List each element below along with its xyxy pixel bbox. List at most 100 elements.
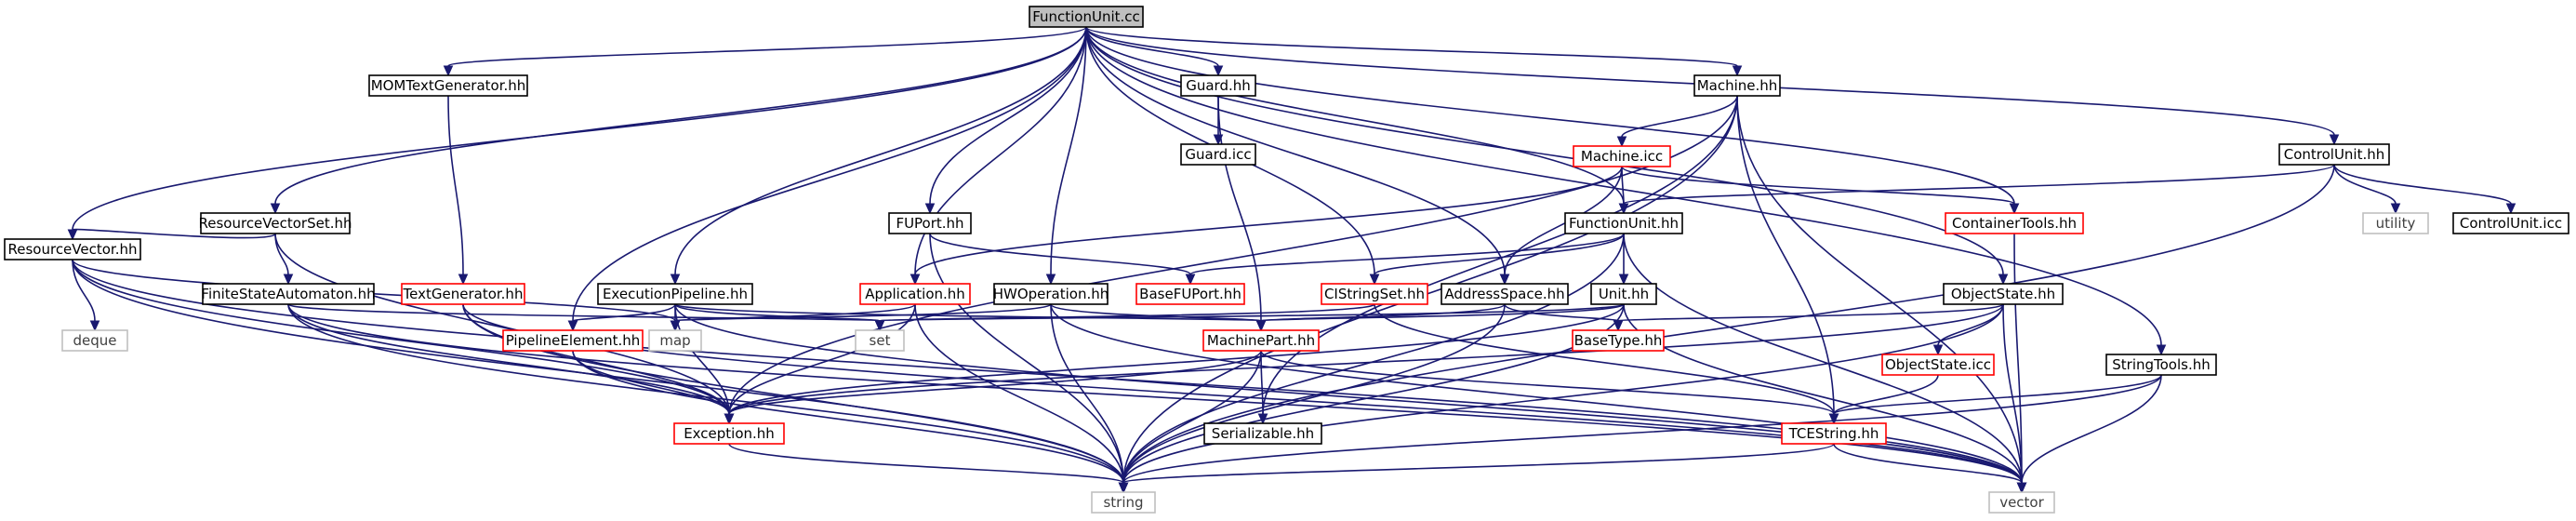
node-box <box>993 283 1109 305</box>
node-resource-vector-set-hh[interactable]: ResourceVectorSet.hh <box>199 212 352 234</box>
node-function-unit-cc[interactable]: FunctionUnit.cc <box>1029 6 1144 28</box>
edge-function-unit-cc-to-machine-hh <box>1085 26 1743 77</box>
node-string-tools-hh[interactable]: StringTools.hh <box>2105 354 2217 376</box>
node-box <box>1572 329 1665 352</box>
edge-resource-vector-hh-to-deque <box>72 259 100 332</box>
edges-layer <box>67 26 2516 494</box>
node-machine-part-hh[interactable]: MachinePart.hh <box>1202 329 1320 352</box>
node-label: CIStringSet.hh <box>1324 286 1425 302</box>
edge-function-unit-cc-to-hw-operation-hh <box>1045 26 1087 286</box>
node-unit-hh[interactable]: Unit.hh <box>1590 283 1657 305</box>
node-box <box>2105 354 2217 376</box>
edge-object-state-hh-to-base-type-hh <box>1613 303 2004 332</box>
node-label: MachinePart.hh <box>1207 332 1315 349</box>
node-label: MOMTextGenerator.hh <box>371 77 526 94</box>
node-machine-icc[interactable]: Machine.icc <box>1573 145 1671 167</box>
node-ci-string-set-hh[interactable]: CIStringSet.hh <box>1321 283 1428 305</box>
edge-fu-port-hh-to-string <box>929 233 1129 494</box>
node-label: Guard.hh <box>1186 77 1251 94</box>
node-box <box>1029 6 1144 28</box>
arrowhead <box>67 229 78 241</box>
edge-object-state-hh-to-vector <box>2002 303 2027 494</box>
node-box <box>1590 283 1657 305</box>
arrowhead <box>1998 274 2009 286</box>
node-box <box>202 283 375 305</box>
node-label: Guard.icc <box>1185 146 1251 163</box>
node-box <box>2452 212 2569 234</box>
node-fu-port-hh[interactable]: FUPort.hh <box>888 212 972 234</box>
arrowhead <box>1255 320 1267 332</box>
edge-tce-string-hh-to-string <box>1118 443 1835 494</box>
edge-resource-vector-hh-to-map <box>72 259 681 332</box>
node-label: ExecutionPipeline.hh <box>603 286 748 302</box>
node-object-state-hh[interactable]: ObjectState.hh <box>1943 283 2064 305</box>
edge-control-unit-hh-to-utility <box>2333 164 2401 215</box>
arrowhead <box>2009 203 2020 215</box>
node-container-tools-hh[interactable]: ContainerTools.hh <box>1945 212 2084 234</box>
node-box <box>1441 283 1569 305</box>
node-application-hh[interactable]: Application.hh <box>859 283 971 305</box>
node-label: ControlUnit.icc <box>2460 215 2562 232</box>
node-base-type-hh[interactable]: BaseType.hh <box>1572 329 1665 352</box>
arrowhead <box>670 320 681 332</box>
node-box <box>1135 283 1245 305</box>
node-box <box>1881 354 1995 376</box>
arrowhead <box>2505 203 2516 215</box>
arrowhead <box>458 274 469 286</box>
node-box <box>2278 143 2390 166</box>
node-box <box>1693 74 1781 97</box>
node-finite-state-automaton-hh[interactable]: FiniteStateAutomaton.hh <box>201 283 376 305</box>
node-base-fu-port-hh[interactable]: BaseFUPort.hh <box>1135 283 1245 305</box>
node-mom-text-generator-hh[interactable]: MOMTextGenerator.hh <box>368 74 528 97</box>
node-function-unit-hh[interactable]: FunctionUnit.hh <box>1564 212 1683 234</box>
node-tce-string-hh[interactable]: TCEString.hh <box>1781 422 1887 445</box>
edge-unit-hh-to-set <box>874 303 1625 332</box>
node-box <box>1564 212 1683 234</box>
edge-machine-icc-to-address-space-hh <box>1499 166 1623 286</box>
edge-control-unit-hh-to-function-unit-hh <box>1618 164 2335 215</box>
node-resource-vector-hh[interactable]: ResourceVector.hh <box>4 238 141 260</box>
arrowhead <box>1618 203 1629 215</box>
node-label: TCEString.hh <box>1788 425 1879 442</box>
node-hw-operation-hh[interactable]: HWOperation.hh <box>993 283 1109 305</box>
node-box <box>1573 145 1671 167</box>
node-execution-pipeline-hh[interactable]: ExecutionPipeline.hh <box>597 283 753 305</box>
node-box <box>4 238 141 260</box>
node-label: deque <box>73 332 116 349</box>
node-box <box>200 212 351 234</box>
node-label: PipelineElement.hh <box>506 332 641 349</box>
edge-function-unit-cc-to-application-hh <box>910 26 1087 286</box>
node-guard-hh[interactable]: Guard.hh <box>1180 74 1256 97</box>
node-exception-hh[interactable]: Exception.hh <box>673 422 785 445</box>
node-box <box>1321 283 1428 305</box>
arrowhead <box>1932 344 1944 356</box>
node-control-unit-icc[interactable]: ControlUnit.icc <box>2452 212 2569 234</box>
node-label: StringTools.hh <box>2112 356 2211 373</box>
node-text-generator-hh[interactable]: TextGenerator.hh <box>401 283 525 305</box>
edge-machine-part-hh-to-serializable-hh <box>1257 350 1268 425</box>
arrowhead <box>2390 203 2401 215</box>
arrowhead <box>1616 136 1627 148</box>
node-label: ObjectState.icc <box>1885 356 1991 373</box>
arrowhead <box>270 203 281 215</box>
node-label: utility <box>2376 215 2416 232</box>
arrowhead <box>1257 413 1268 425</box>
node-string: string <box>1091 491 1156 514</box>
node-machine-hh[interactable]: Machine.hh <box>1693 74 1781 97</box>
arrowhead <box>1369 274 1380 286</box>
edge-tce-string-hh-to-vector <box>1833 443 2027 494</box>
node-guard-icc[interactable]: Guard.icc <box>1180 143 1256 166</box>
edge-function-unit-cc-to-execution-pipeline-hh <box>670 26 1087 286</box>
arrowhead <box>1732 65 1743 77</box>
node-control-unit-hh[interactable]: ControlUnit.hh <box>2278 143 2390 166</box>
node-box <box>1945 212 2084 234</box>
node-map: map <box>648 329 702 352</box>
node-set: set <box>855 329 905 352</box>
node-object-state-icc[interactable]: ObjectState.icc <box>1881 354 1995 376</box>
node-serializable-hh[interactable]: Serializable.hh <box>1203 422 1322 445</box>
node-box <box>648 329 702 352</box>
node-pipeline-element-hh[interactable]: PipelineElement.hh <box>502 329 644 352</box>
node-address-space-hh[interactable]: AddressSpace.hh <box>1441 283 1569 305</box>
node-label: ObjectState.hh <box>1951 286 2055 302</box>
edge-machine-icc-to-application-hh <box>910 166 1623 286</box>
